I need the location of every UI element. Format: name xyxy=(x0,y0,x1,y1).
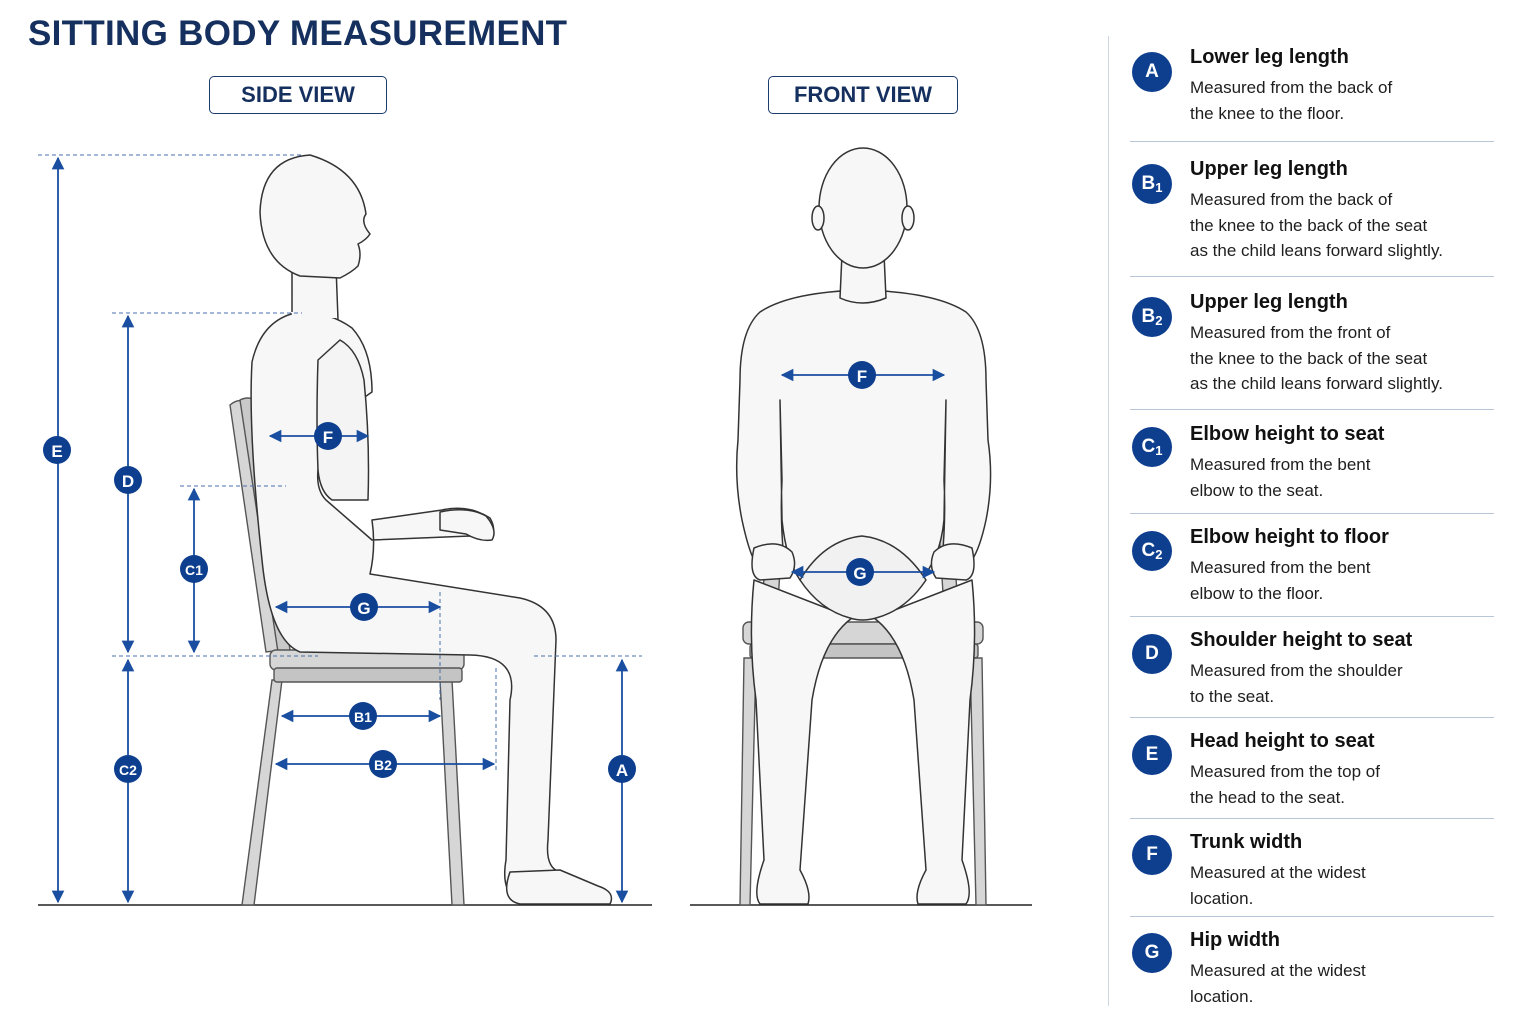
svg-text:F: F xyxy=(857,367,867,386)
badge-f: F xyxy=(1132,835,1172,875)
page-title: SITTING BODY MEASUREMENT xyxy=(28,14,568,53)
legend-title-d: Shoulder height to seat xyxy=(1190,629,1413,651)
legend-item-d: D Shoulder height to seat Measured from … xyxy=(1130,617,1494,718)
svg-text:F: F xyxy=(323,428,333,447)
legend-title-f: Trunk width xyxy=(1190,831,1303,853)
legend-desc-b2: Measured from the front of the knee to t… xyxy=(1190,323,1443,393)
marker-g-side: G xyxy=(350,593,378,621)
legend-title-c1: Elbow height to seat xyxy=(1190,423,1385,445)
svg-text:G: G xyxy=(357,599,370,618)
legend-desc-e: Measured from the top of the head to the… xyxy=(1190,762,1380,807)
marker-b2: B2 xyxy=(369,750,397,778)
badge-d: D xyxy=(1132,634,1172,674)
marker-b1: B1 xyxy=(349,702,377,730)
svg-text:E: E xyxy=(51,442,62,461)
svg-text:A: A xyxy=(616,761,628,780)
legend-desc-g: Measured at the widest location. xyxy=(1190,961,1366,1006)
legend: A Lower leg length Measured from the bac… xyxy=(1130,40,1494,1015)
marker-c1: C1 xyxy=(180,555,208,583)
svg-text:C2: C2 xyxy=(119,762,137,778)
marker-d: D xyxy=(114,466,142,494)
legend-desc-c1: Measured from the bent elbow to the seat… xyxy=(1190,455,1371,500)
side-view-label: SIDE VIEW xyxy=(209,76,387,114)
measurement-diagram: E D C1 C2 A F G B1 B2 F G xyxy=(38,147,1032,906)
legend-item-f: F Trunk width Measured at the widest loc… xyxy=(1130,819,1494,917)
legend-title-c2: Elbow height to floor xyxy=(1190,526,1389,548)
legend-divider xyxy=(1108,36,1109,1006)
legend-desc-c2: Measured from the bent elbow to the floo… xyxy=(1190,558,1371,603)
legend-item-g: G Hip width Measured at the widest locat… xyxy=(1130,917,1494,1015)
svg-text:D: D xyxy=(122,472,134,491)
marker-e: E xyxy=(43,436,71,464)
legend-desc-d: Measured from the shoulder to the seat. xyxy=(1190,661,1403,706)
svg-text:B2: B2 xyxy=(374,757,392,773)
legend-title-b1: Upper leg length xyxy=(1190,158,1348,180)
marker-a: A xyxy=(608,755,636,783)
marker-f-front: F xyxy=(848,361,876,389)
legend-title-g: Hip width xyxy=(1190,929,1280,951)
legend-item-e: E Head height to seat Measured from the … xyxy=(1130,718,1494,819)
svg-text:B1: B1 xyxy=(354,709,372,725)
marker-f-side: F xyxy=(314,422,342,450)
legend-desc-f: Measured at the widest location. xyxy=(1190,863,1366,908)
svg-text:C1: C1 xyxy=(185,562,203,578)
guide-lines xyxy=(38,154,642,770)
legend-title-e: Head height to seat xyxy=(1190,730,1375,752)
legend-item-a: A Lower leg length Measured from the bac… xyxy=(1130,40,1494,142)
front-figure xyxy=(735,147,992,905)
marker-g-front: G xyxy=(846,558,874,586)
svg-text:G: G xyxy=(853,564,866,583)
badge-e: E xyxy=(1132,735,1172,775)
legend-title-a: Lower leg length xyxy=(1190,46,1349,68)
legend-desc-b1: Measured from the back of the knee to th… xyxy=(1190,190,1443,260)
badge-a: A xyxy=(1132,52,1172,92)
badge-g: G xyxy=(1132,933,1172,973)
front-view-label: FRONT VIEW xyxy=(768,76,958,114)
marker-c2: C2 xyxy=(114,755,142,783)
legend-desc-a: Measured from the back of the knee to th… xyxy=(1190,78,1393,123)
side-figure xyxy=(250,154,613,905)
legend-title-b2: Upper leg length xyxy=(1190,291,1348,313)
